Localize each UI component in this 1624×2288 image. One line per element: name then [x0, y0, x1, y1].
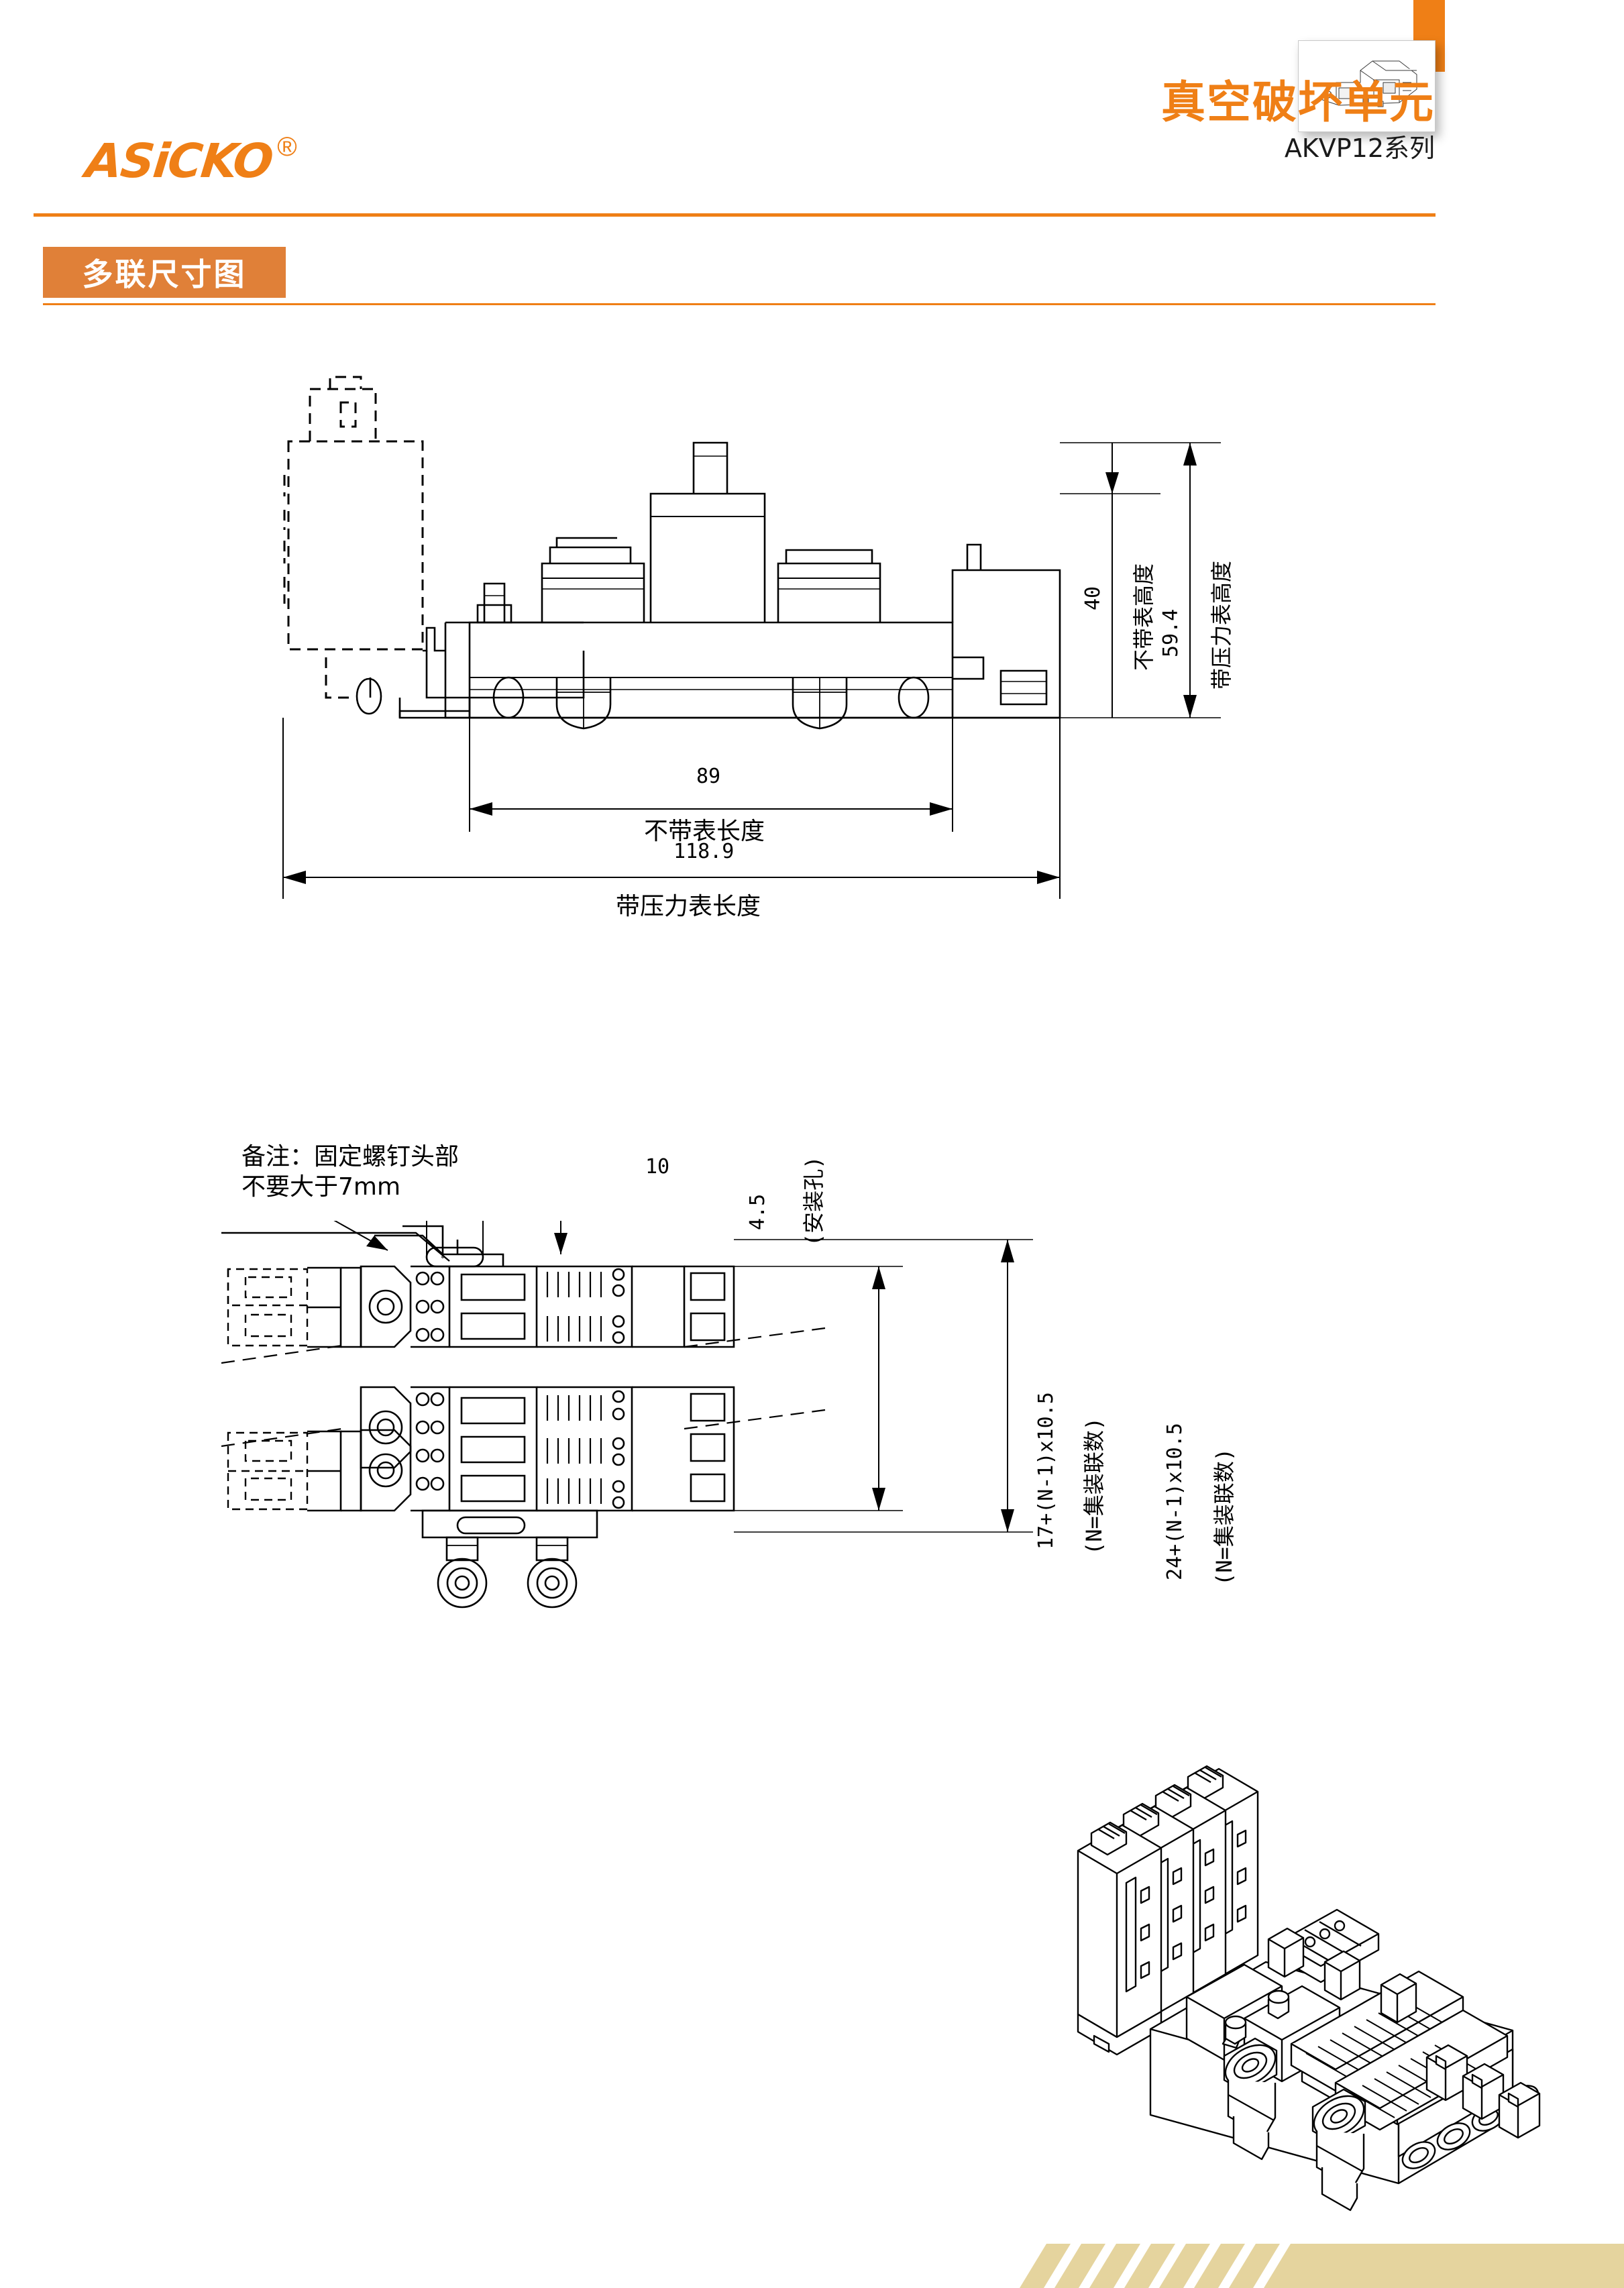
page-title: 真空破坏单元	[1161, 76, 1435, 128]
dimension-40-label: 不带表高度	[1131, 563, 1156, 671]
header-divider	[34, 213, 1436, 217]
dimension-89-label: 不带表长度	[644, 818, 765, 845]
plan-view-dimension-drawing	[221, 1221, 1281, 1623]
dimension-4-5-value: 4.5	[746, 1193, 769, 1230]
side-elevation-dimension-drawing	[268, 362, 1275, 939]
footer-stripe-decoration	[1020, 2244, 1624, 2288]
dimension-118-9-label: 带压力表长度	[616, 893, 761, 920]
dimension-40-value: 40	[1081, 586, 1105, 610]
mounting-hole-label: (安装孔)	[801, 1156, 826, 1246]
header-title-block: 真空破坏单元 AKVP12系列	[1161, 76, 1435, 163]
dimension-10-value: 10	[645, 1155, 670, 1179]
section-divider	[43, 303, 1436, 305]
dimension-89-value: 89	[696, 765, 721, 788]
dimension-59-4-value: 59.4	[1159, 608, 1183, 657]
brand-logo: ASiCKO ®	[83, 133, 297, 188]
registered-trademark-icon: ®	[277, 132, 297, 162]
fixing-screw-note: 备注：固定螺钉头部 不要大于7mm	[241, 1143, 459, 1201]
dimension-17-formula-label: (N=集装联数)	[1081, 1417, 1107, 1555]
dimension-118-9-value: 118.9	[673, 840, 735, 863]
dimension-17-formula-value: 17+(N-1)x10.5	[1034, 1392, 1058, 1549]
page-subtitle: AKVP12系列	[1284, 133, 1435, 163]
product-thumbnail	[1298, 40, 1436, 132]
dimension-24-formula-value: 24+(N-1)x10.5	[1163, 1423, 1187, 1580]
dimension-24-formula-label: (N=集装联数)	[1211, 1448, 1237, 1586]
isometric-manifold-illustration	[1043, 1741, 1553, 2217]
brand-logo-text: ASiCKO	[83, 133, 275, 188]
dimension-59-4-label: 带压力表高度	[1209, 560, 1234, 690]
section-badge-label: 多联尺寸图	[82, 256, 247, 292]
section-badge: 多联尺寸图	[43, 247, 286, 298]
